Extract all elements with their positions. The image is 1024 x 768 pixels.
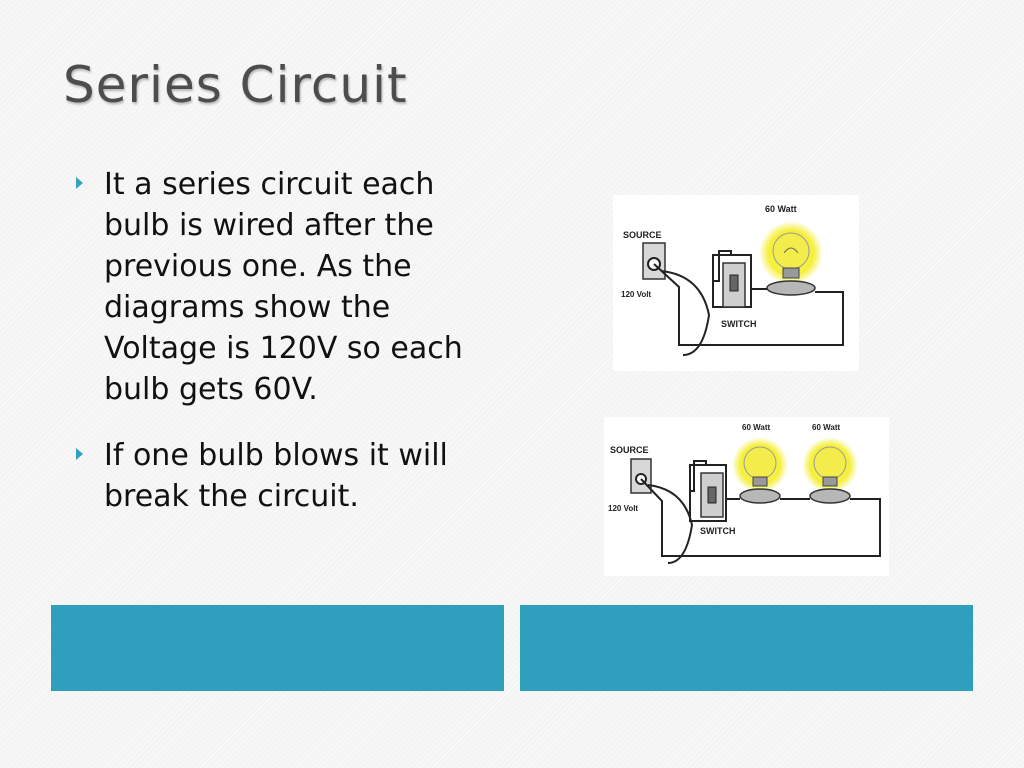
light-bulb-icon [732, 437, 788, 504]
outlet-icon [630, 458, 652, 494]
circuit-wires [653, 250, 844, 356]
outlet-icon [642, 242, 666, 280]
triangle-bullet-icon [76, 177, 83, 189]
single-bulb-circuit-diagram: SOURCE 120 Volt 60 Watt SWITCH [613, 195, 859, 371]
volt-label: 120 Volt [621, 290, 651, 299]
source-label: SOURCE [610, 445, 649, 455]
bulb2-label: 60 Watt [812, 423, 840, 432]
bulb-label: 60 Watt [765, 204, 797, 214]
bullet-text: If one bulb blows it will break the circ… [104, 438, 448, 514]
bullet-text: It a series circuit each bulb is wired a… [104, 167, 463, 407]
volt-label: 120 Volt [608, 504, 638, 513]
bullet-list: It a series circuit each bulb is wired a… [76, 164, 506, 517]
circuit-wires [640, 460, 881, 564]
slide-title: Series Circuit [63, 56, 408, 114]
light-bulb-icon [759, 221, 823, 296]
bulb1-label: 60 Watt [742, 423, 770, 432]
two-bulb-circuit-diagram: SOURCE 120 Volt 60 Watt 60 Watt SWITCH [604, 417, 889, 576]
light-bulb-icon [802, 437, 858, 504]
triangle-bullet-icon [76, 448, 83, 460]
footer-bar-left [51, 605, 504, 691]
switch-icon [689, 464, 727, 522]
footer-bar-right [520, 605, 973, 691]
bullet-item: If one bulb blows it will break the circ… [76, 435, 506, 517]
source-label: SOURCE [623, 230, 662, 240]
bullet-item: It a series circuit each bulb is wired a… [76, 164, 506, 410]
switch-label: SWITCH [700, 526, 736, 536]
switch-label: SWITCH [721, 319, 757, 329]
